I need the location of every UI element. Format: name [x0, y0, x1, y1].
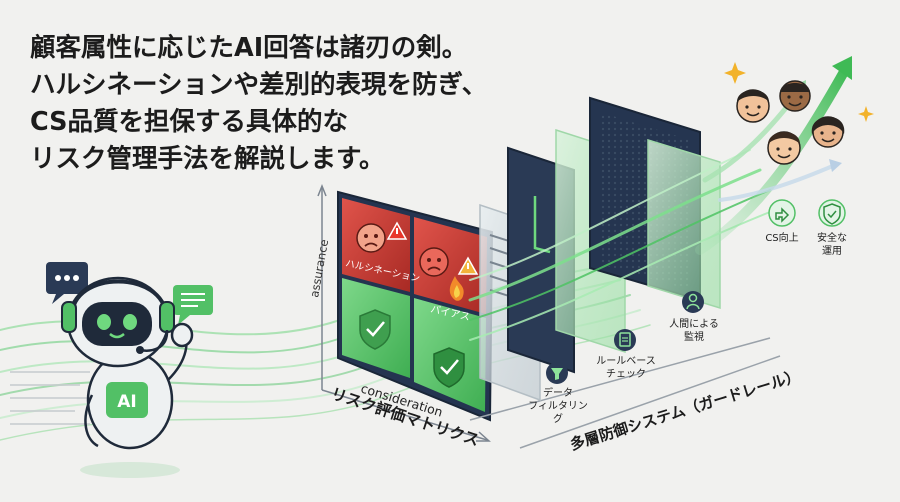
y-axis-label: assurance	[307, 238, 331, 298]
customer-face-icon	[767, 131, 801, 165]
layer-data-filter-label: データ フィルタリング	[528, 388, 588, 425]
filter-icon	[546, 362, 568, 384]
shield-check-icon	[433, 347, 465, 388]
ai-badge: AI	[117, 392, 136, 412]
headline-line-2: ハルシネーションや差別的表現を防ぎ、	[30, 70, 488, 100]
headline: 顧客属性に応じたAI回答は諸刃の剣。 ハルシネーションや差別的表現を防ぎ、 CS…	[30, 30, 500, 178]
sparkle-icon	[724, 62, 874, 122]
layer-rule-check-label: ルールベース チェック	[596, 356, 656, 380]
headline-line-3: CS品質を担保する具体的な	[30, 107, 349, 137]
headline-line-1: 顧客属性に応じたAI回答は諸刃の剣。	[30, 33, 468, 63]
person-icon	[682, 291, 704, 313]
layer-human-monitor-label: 人間による 監視	[669, 319, 719, 343]
cell-bias	[414, 217, 487, 314]
document-check-icon	[614, 329, 636, 351]
risk-matrix	[317, 183, 494, 442]
customer-face-icon	[811, 116, 845, 148]
frown-face-icon	[419, 247, 449, 277]
cs-up-label: CS向上	[765, 233, 799, 244]
warning-icon	[386, 221, 408, 240]
shield-check-icon	[359, 309, 391, 350]
safe-ops-label: 安全な 運用	[817, 233, 847, 257]
chat-bubble-icon	[46, 262, 88, 304]
fire-icon	[449, 276, 464, 301]
safe-shield-icon	[818, 199, 846, 227]
customer-face-icon	[736, 89, 770, 123]
headline-line-4: リスク管理手法を解説します。	[30, 144, 385, 174]
angry-face-icon	[356, 223, 386, 253]
ai-robot: AI	[46, 262, 213, 478]
message-bubble-icon	[173, 285, 213, 325]
faint-text-lines	[10, 371, 95, 425]
customer-face-icon	[779, 80, 811, 112]
customer-avatars	[736, 80, 845, 165]
guardrail-layers	[468, 96, 781, 449]
warning-icon	[457, 256, 479, 275]
cs-up-icon	[768, 199, 796, 227]
